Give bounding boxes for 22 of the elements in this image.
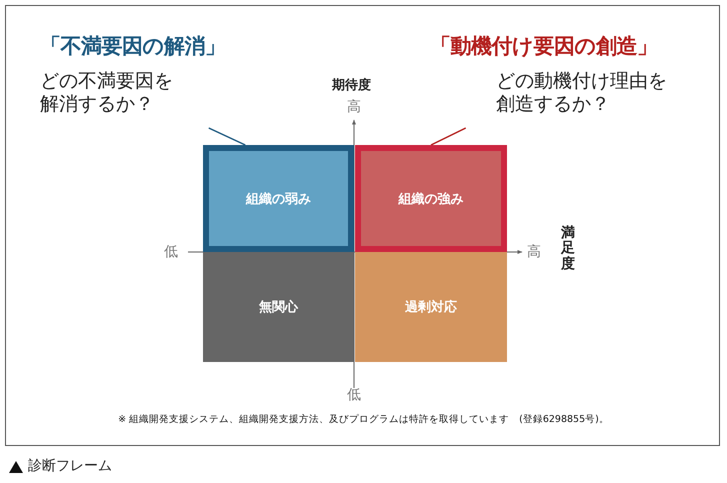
quadrant-label: 無関心	[259, 298, 298, 316]
leader-line	[208, 127, 246, 146]
axis-title: 期待度	[332, 76, 371, 94]
quadrant-box	[355, 145, 507, 252]
leader-line	[430, 127, 466, 146]
callout-question: どの不満要因を解消するか？	[40, 70, 174, 116]
callout-heading: 「動機付け要因の創造」	[430, 33, 658, 60]
quadrant-box	[203, 145, 354, 252]
quadrant-label: 組織の強み	[398, 190, 464, 208]
quadrant-box	[355, 252, 507, 362]
callout-heading: 「不満要因の解消」	[40, 33, 226, 60]
axis-end-label: 低	[164, 243, 178, 261]
axis-end-label: 低	[347, 386, 361, 404]
axis-title: 満足度	[561, 226, 575, 272]
axis-end-label: 高	[527, 243, 541, 261]
quadrant-label: 過剰対応	[405, 298, 457, 316]
footnote: ※ 組織開発支援システム、組織開発支援方法、及びプログラムは特許を取得しています (登録6298855号)。	[117, 413, 610, 426]
caption: 診断フレーム	[28, 457, 112, 475]
quadrant-label: 組織の弱み	[246, 190, 311, 208]
quadrant-box	[203, 252, 354, 362]
callout-question: どの動機付け理由を創造するか？	[496, 70, 668, 116]
axis-end-label: 高	[347, 98, 361, 116]
